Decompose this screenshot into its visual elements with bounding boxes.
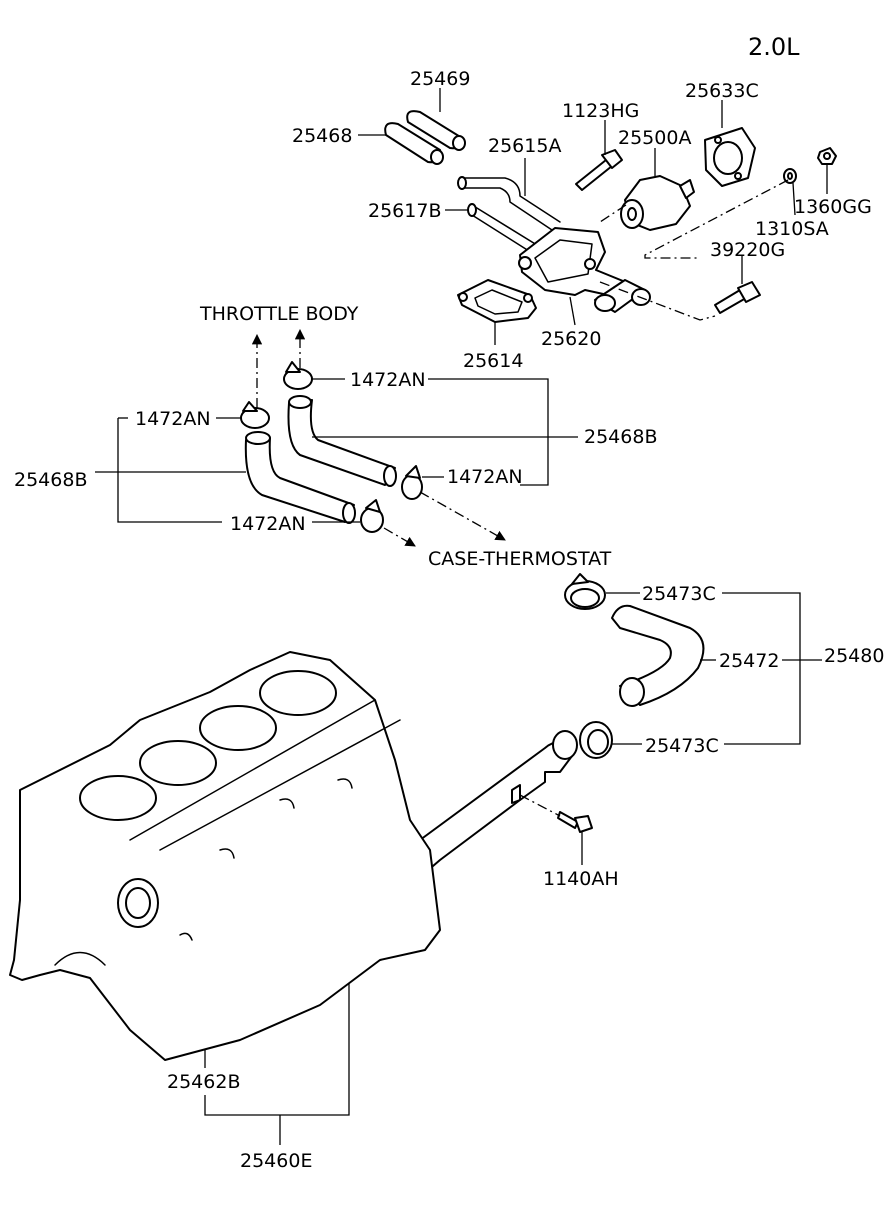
hose-25468B-right bbox=[287, 395, 397, 487]
hose-25469 bbox=[406, 110, 466, 151]
callout-39220G: 39220G bbox=[710, 239, 785, 261]
callout-1140AH: 1140AH bbox=[543, 868, 619, 890]
callout-1472AN-mid-right: 1472AN bbox=[447, 466, 523, 488]
callout-25468: 25468 bbox=[292, 125, 352, 147]
hose-25468B-left bbox=[244, 431, 356, 524]
thermostat-housing-25620 bbox=[518, 227, 651, 313]
callout-25500A: 25500A bbox=[618, 127, 691, 149]
engine-variant-label: 2.0L bbox=[748, 33, 800, 61]
bolt-1140AH bbox=[557, 811, 593, 833]
bolt-1123HG bbox=[575, 149, 623, 191]
callout-25468B-left: 25468B bbox=[14, 469, 87, 491]
callout-1310SA: 1310SA bbox=[755, 218, 829, 240]
washer-1310SA bbox=[783, 168, 797, 184]
callout-25620: 25620 bbox=[541, 328, 601, 350]
callout-25480: 25480 bbox=[824, 645, 884, 667]
callout-1472AN-lower: 1472AN bbox=[230, 513, 306, 535]
clamp-1472AN-upper-left bbox=[240, 401, 270, 429]
callout-25617B: 25617B bbox=[368, 200, 441, 222]
callout-25469: 25469 bbox=[410, 68, 470, 90]
thermostat-25500A bbox=[620, 175, 695, 231]
clamp-25473C-top bbox=[564, 573, 606, 610]
callout-25460E: 25460E bbox=[240, 1150, 312, 1172]
throttle-body-label: THROTTLE BODY bbox=[199, 303, 359, 325]
gasket-25633C bbox=[704, 127, 756, 187]
gasket-25614 bbox=[457, 279, 537, 323]
callout-1360GG: 1360GG bbox=[794, 196, 872, 218]
nut-1360GG bbox=[817, 147, 837, 165]
case-thermostat-label: CASE-THERMOSTAT bbox=[428, 548, 612, 570]
callout-25633C: 25633C bbox=[685, 80, 759, 102]
clamp-25473C-bottom bbox=[579, 721, 613, 759]
callout-25473C-top: 25473C bbox=[642, 583, 716, 605]
sensor-39220G bbox=[714, 281, 761, 314]
callout-25473C-bottom: 25473C bbox=[645, 735, 719, 757]
callout-25615A: 25615A bbox=[488, 135, 561, 157]
clamp-1472AN-mid-right bbox=[401, 465, 423, 500]
callout-1472AN-upper-left: 1472AN bbox=[135, 408, 211, 430]
hose-25472 bbox=[611, 604, 705, 707]
callout-25462B: 25462B bbox=[167, 1071, 240, 1093]
clamp-1472AN-upper-right bbox=[283, 361, 313, 390]
pipe-25615A bbox=[457, 176, 561, 231]
callout-1123HG: 1123HG bbox=[562, 100, 639, 122]
hose-25468 bbox=[384, 122, 444, 165]
callout-25614: 25614 bbox=[463, 350, 523, 372]
callout-25468B-right: 25468B bbox=[584, 426, 657, 448]
clamp-1472AN-lower bbox=[360, 499, 384, 533]
callout-25472: 25472 bbox=[719, 650, 779, 672]
engine-block bbox=[9, 651, 441, 1061]
callout-1472AN-upper-right: 1472AN bbox=[350, 369, 426, 391]
